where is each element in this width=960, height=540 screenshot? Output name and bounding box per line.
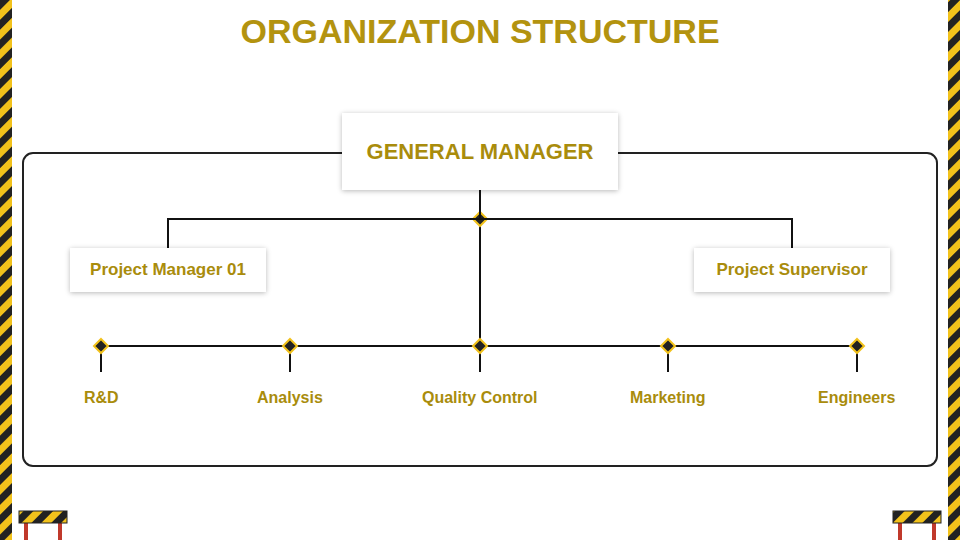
role-box: Project Supervisor xyxy=(694,248,890,292)
connector xyxy=(168,190,480,248)
department-label: Marketing xyxy=(630,389,706,407)
manager-box: GENERAL MANAGER xyxy=(342,113,618,190)
role-box: Project Manager 01 xyxy=(70,248,266,292)
department-label: R&D xyxy=(84,389,119,407)
box-text: Project Manager 01 xyxy=(90,260,246,280)
department-label: Analysis xyxy=(257,389,323,407)
barrier xyxy=(19,511,67,540)
department-label: Engineers xyxy=(818,389,895,407)
connector xyxy=(480,190,792,248)
hazard-strip xyxy=(0,0,12,540)
title: ORGANIZATION STRUCTURE xyxy=(0,12,960,51)
frame xyxy=(23,153,937,466)
barrier xyxy=(893,511,941,540)
box-text: Project Supervisor xyxy=(716,260,867,280)
stem-line xyxy=(479,219,481,346)
hazard-strip xyxy=(948,0,960,540)
department-label: Quality Control xyxy=(422,389,538,407)
box-text: GENERAL MANAGER xyxy=(367,139,594,165)
